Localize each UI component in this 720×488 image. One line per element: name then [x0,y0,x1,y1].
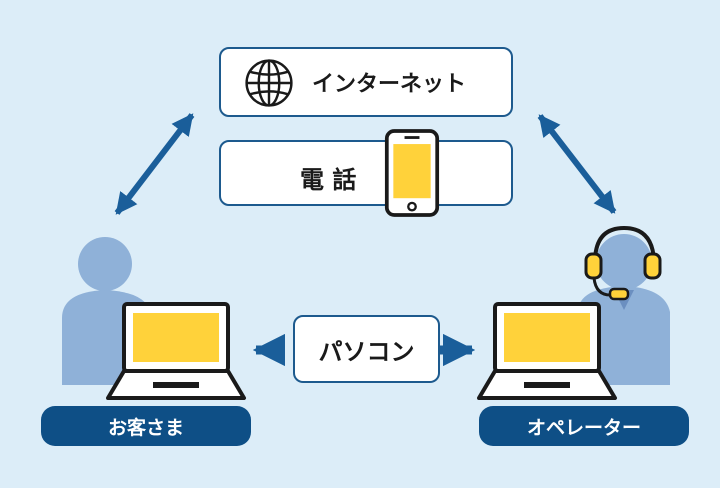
pc-label: パソコン [318,337,415,366]
customer-label-pill: お客さま [41,406,251,446]
phone-box [219,140,513,206]
internet-label: インターネット [312,72,467,97]
smartphone-icon [384,129,440,217]
phone-label: 電 話 [300,166,357,194]
double-arrow-icon [114,113,195,215]
customer-label: お客さま [107,416,184,439]
laptop-icon [106,302,246,400]
operator-label-pill: オペレーター [479,406,689,446]
operator-label: オペレーター [526,416,641,439]
globe-icon [245,59,293,107]
pc-box: パソコン [293,315,440,383]
laptop-icon [477,302,617,400]
headset-icon [584,225,662,301]
double-arrow-icon [537,114,617,214]
